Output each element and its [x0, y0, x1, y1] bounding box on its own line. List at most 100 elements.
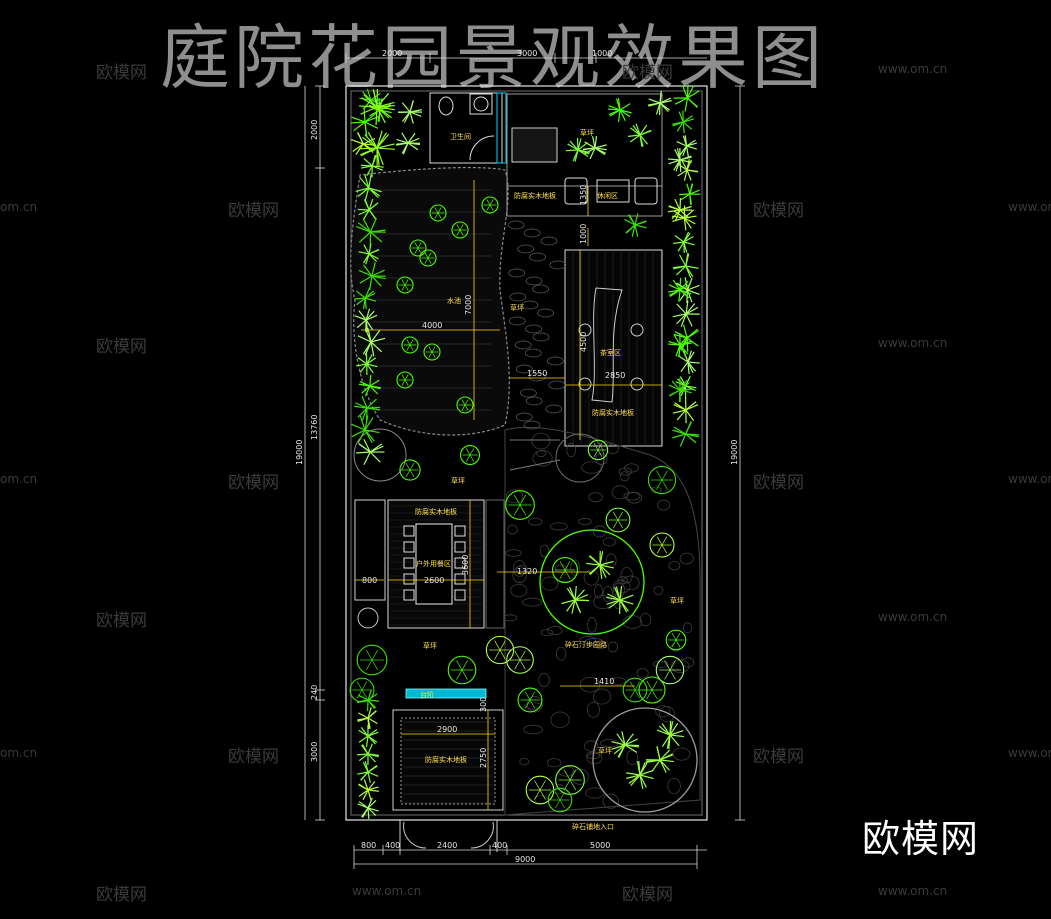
dim-left-2: 19000 — [295, 440, 304, 465]
stone-icon — [507, 524, 518, 535]
tree-icon — [399, 459, 421, 481]
stone-icon — [512, 560, 526, 577]
lower-deck-outer — [392, 709, 504, 811]
shrub-icon — [351, 415, 380, 444]
shrub-icon — [357, 707, 378, 730]
tree-icon — [605, 507, 631, 533]
tree-canopy-icon — [353, 428, 407, 482]
stone-icon — [523, 420, 541, 430]
watermark-text: 欧模网 — [753, 201, 804, 221]
stone-icon — [593, 584, 603, 599]
shrub-icon — [626, 761, 654, 789]
stone-icon — [510, 583, 528, 598]
watermark-url: www.om.cn — [352, 884, 422, 898]
stone-icon — [592, 688, 612, 705]
wood-deck-strip — [506, 185, 663, 217]
tree-canopy-icon — [539, 529, 645, 635]
shrub-icon — [561, 586, 590, 614]
tree-icon — [423, 343, 441, 361]
tree-icon — [665, 629, 687, 651]
watermark-url: www.om.cn — [1008, 200, 1051, 214]
stone-icon — [682, 622, 693, 634]
step-stones — [485, 499, 505, 629]
stone-icon — [549, 522, 568, 531]
stone-icon — [549, 260, 567, 270]
stone-icon — [505, 549, 522, 557]
stone-icon — [670, 643, 681, 652]
stone-icon — [524, 348, 542, 358]
stool-icon — [578, 377, 592, 391]
tree-icon — [587, 439, 609, 461]
tree-icon — [349, 677, 375, 703]
shrub-icon — [583, 136, 607, 160]
shrub-icon — [672, 396, 699, 424]
stone-icon — [672, 747, 691, 761]
stone-icon — [546, 356, 564, 366]
dim-1350: 1350 — [579, 185, 588, 205]
dim-4000: 4000 — [422, 321, 442, 330]
stone-icon — [611, 485, 629, 500]
deck-boards — [572, 252, 662, 444]
chair-icon — [403, 589, 415, 601]
stone-icon — [508, 268, 526, 278]
stone-icon — [668, 561, 681, 571]
stone-icon — [516, 564, 528, 575]
stone-icon — [584, 740, 599, 752]
stone-icon — [655, 705, 671, 718]
watermark-text: 欧模网 — [228, 747, 279, 767]
shrub-icon — [358, 374, 381, 397]
stone-icon — [621, 575, 640, 591]
shrub-icon — [672, 421, 700, 447]
stone-icon — [578, 517, 592, 526]
stepping-stones — [502, 220, 695, 809]
stone-icon — [612, 579, 631, 594]
watermark-text: 欧模网 — [228, 201, 279, 221]
label-entrance-path: 碎石铺地入口 — [572, 822, 614, 831]
watermark-text: 欧模网 — [96, 337, 147, 357]
stone-icon — [547, 626, 563, 635]
dim-3600: 3600 — [461, 555, 470, 575]
stool-icon — [578, 323, 592, 337]
dim-top-3: 1000 — [592, 49, 612, 58]
stone-icon — [622, 615, 643, 629]
round-planter-icon — [357, 607, 379, 629]
stone-icon — [507, 220, 525, 230]
coffee-table-icon — [596, 179, 630, 203]
shrub-icon — [360, 154, 384, 178]
water-hatch — [372, 189, 492, 411]
shrub-icon — [668, 277, 692, 303]
stool-icon — [630, 323, 644, 337]
stone-icon — [529, 252, 546, 262]
stone-icon — [519, 757, 530, 766]
bathroom-door-frame — [496, 92, 507, 164]
shrub-icon — [356, 439, 385, 466]
dim-7000: 7000 — [464, 295, 473, 315]
area-labels: 卫生间 草坪 防腐实木地板 休闲区 水池 草坪 茶室区 防腐实木地板 草坪 防腐… — [415, 128, 684, 831]
shrub-icon — [679, 183, 701, 205]
dim-1550: 1550 — [527, 369, 547, 378]
stone-icon — [523, 724, 543, 735]
shrub-icon — [672, 253, 699, 279]
stone-icon — [520, 388, 537, 398]
stone-icon — [546, 758, 562, 768]
stone-icon — [515, 364, 533, 374]
stone-icon — [636, 668, 649, 679]
tree-icon — [481, 196, 499, 214]
shrub-icon — [648, 91, 672, 116]
tree-icon — [649, 532, 675, 558]
stone-icon — [528, 517, 543, 526]
label-stone-path: 碎石汀步园路 — [565, 640, 607, 649]
tree-icon — [419, 249, 437, 267]
watermark-text: 欧模网 — [96, 885, 147, 905]
shrub-icon — [671, 205, 697, 231]
label-grass-west: 草坪 — [451, 476, 465, 485]
tea-table-icon — [591, 287, 623, 403]
dim-left-1: 2000 — [310, 120, 319, 140]
planting-symbols — [349, 84, 701, 820]
shrub-icon — [672, 110, 695, 134]
label-wood-floor: 防腐实木地板 — [592, 408, 634, 417]
stone-icon — [611, 677, 626, 686]
shrub-icon — [358, 130, 395, 167]
stone-icon — [602, 585, 613, 602]
